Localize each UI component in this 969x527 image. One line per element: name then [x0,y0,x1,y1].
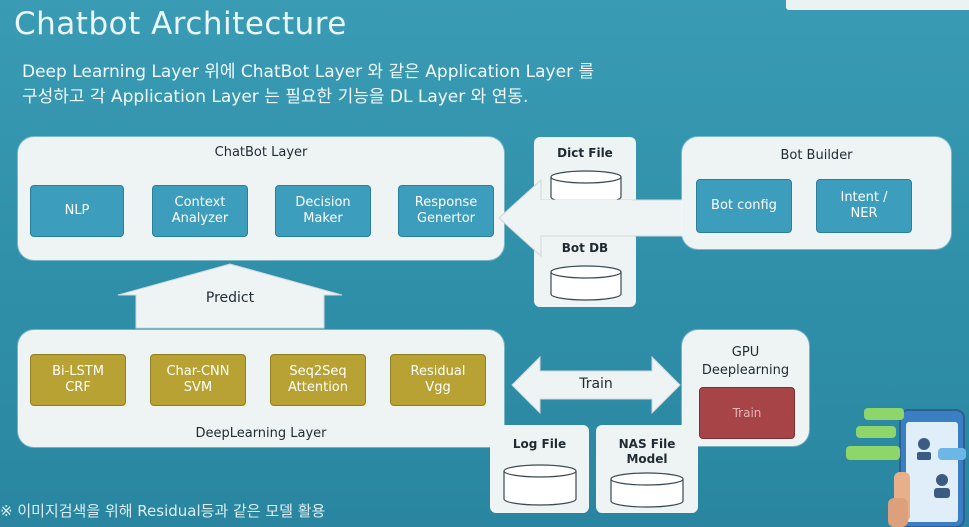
intent-ner-module: Intent /NER [816,179,912,233]
page-title: Chatbot Architecture [14,6,347,42]
bot-db-cylinder [550,265,622,301]
dict-file-label: Dict File [557,146,613,160]
response-generator-line2: Genertor [416,211,476,226]
seq2seq-line2: Attention [288,380,348,395]
subtitle: Deep Learning Layer 위에 ChatBot Layer 와 같… [22,60,594,110]
gpu-deeplearning-panel: GPU Deeplearning Train [682,330,809,446]
gpu-title-line2: Deeplearning [701,363,790,378]
residual-line1: Residual [410,364,466,379]
gpu-train-button[interactable]: Train [699,387,795,439]
seq2seq-line1: Seq2Seq [289,364,347,379]
dict-file-cylinder [550,170,622,204]
predict-label: Predict [205,290,255,306]
bot-db-label: Bot DB [561,241,609,255]
log-file-box: Log File [490,425,589,513]
footnote: ※ 이미지검색을 위해 Residual등과 같은 모델 활용 [0,502,326,520]
bilstm-line2: CRF [65,380,91,395]
charcnn-line1: Char-CNN [166,364,230,379]
log-file-cylinder [503,464,577,506]
train-label: Train [579,376,613,392]
response-generator-line1: Response [414,195,478,210]
chatbot-layer-title: ChatBot Layer [214,145,308,160]
top-right-banner [786,0,969,10]
nas-file-label-line1: NAS File [618,437,676,451]
bot-config-label: Bot config [711,198,777,213]
gpu-train-label: Train [732,406,762,420]
context-analyzer-line1: Context [174,195,226,210]
predict-arrow [117,263,343,329]
bot-builder-title: Bot Builder [780,148,853,163]
decision-maker-line1: Decision [295,195,351,210]
intent-line2: NER [850,206,878,221]
intent-line1: Intent / [840,190,888,205]
dict-file-box-overlay [534,200,636,210]
decision-maker-line2: Maker [303,211,343,226]
dict-file-box: Dict File [534,137,636,210]
nas-file-box: NAS File Model [596,425,698,513]
deeplearning-layer-title: DeepLearning Layer [195,426,327,441]
charcnn-line2: SVM [183,380,213,395]
train-arrow [511,355,681,415]
builder-to-chatbot-arrow [498,178,686,258]
subtitle-line-1: Deep Learning Layer 위에 ChatBot Layer 와 같… [22,62,595,82]
residual-line2: Vgg [425,380,451,395]
nas-file-cylinder [610,472,684,508]
bilstm-line1: Bi-LSTM [52,364,104,379]
gpu-title-line1: GPU [731,345,760,360]
subtitle-line-2: 구성하고 각 Application Layer 는 필요한 기능을 DL La… [22,87,529,107]
bot-db-box: Bot DB [534,232,636,307]
context-analyzer-line2: Analyzer [171,211,229,226]
bot-config-module: Bot config [696,179,792,233]
nlp-module: NLP [30,185,124,237]
bot-builder-panel: Bot Builder Bot config Intent /NER [682,137,951,249]
chatbot-illustration-icon [846,408,966,527]
log-file-label: Log File [512,437,567,451]
nas-file-label-line2: Model [626,452,668,466]
nlp-module-label: NLP [64,203,90,218]
